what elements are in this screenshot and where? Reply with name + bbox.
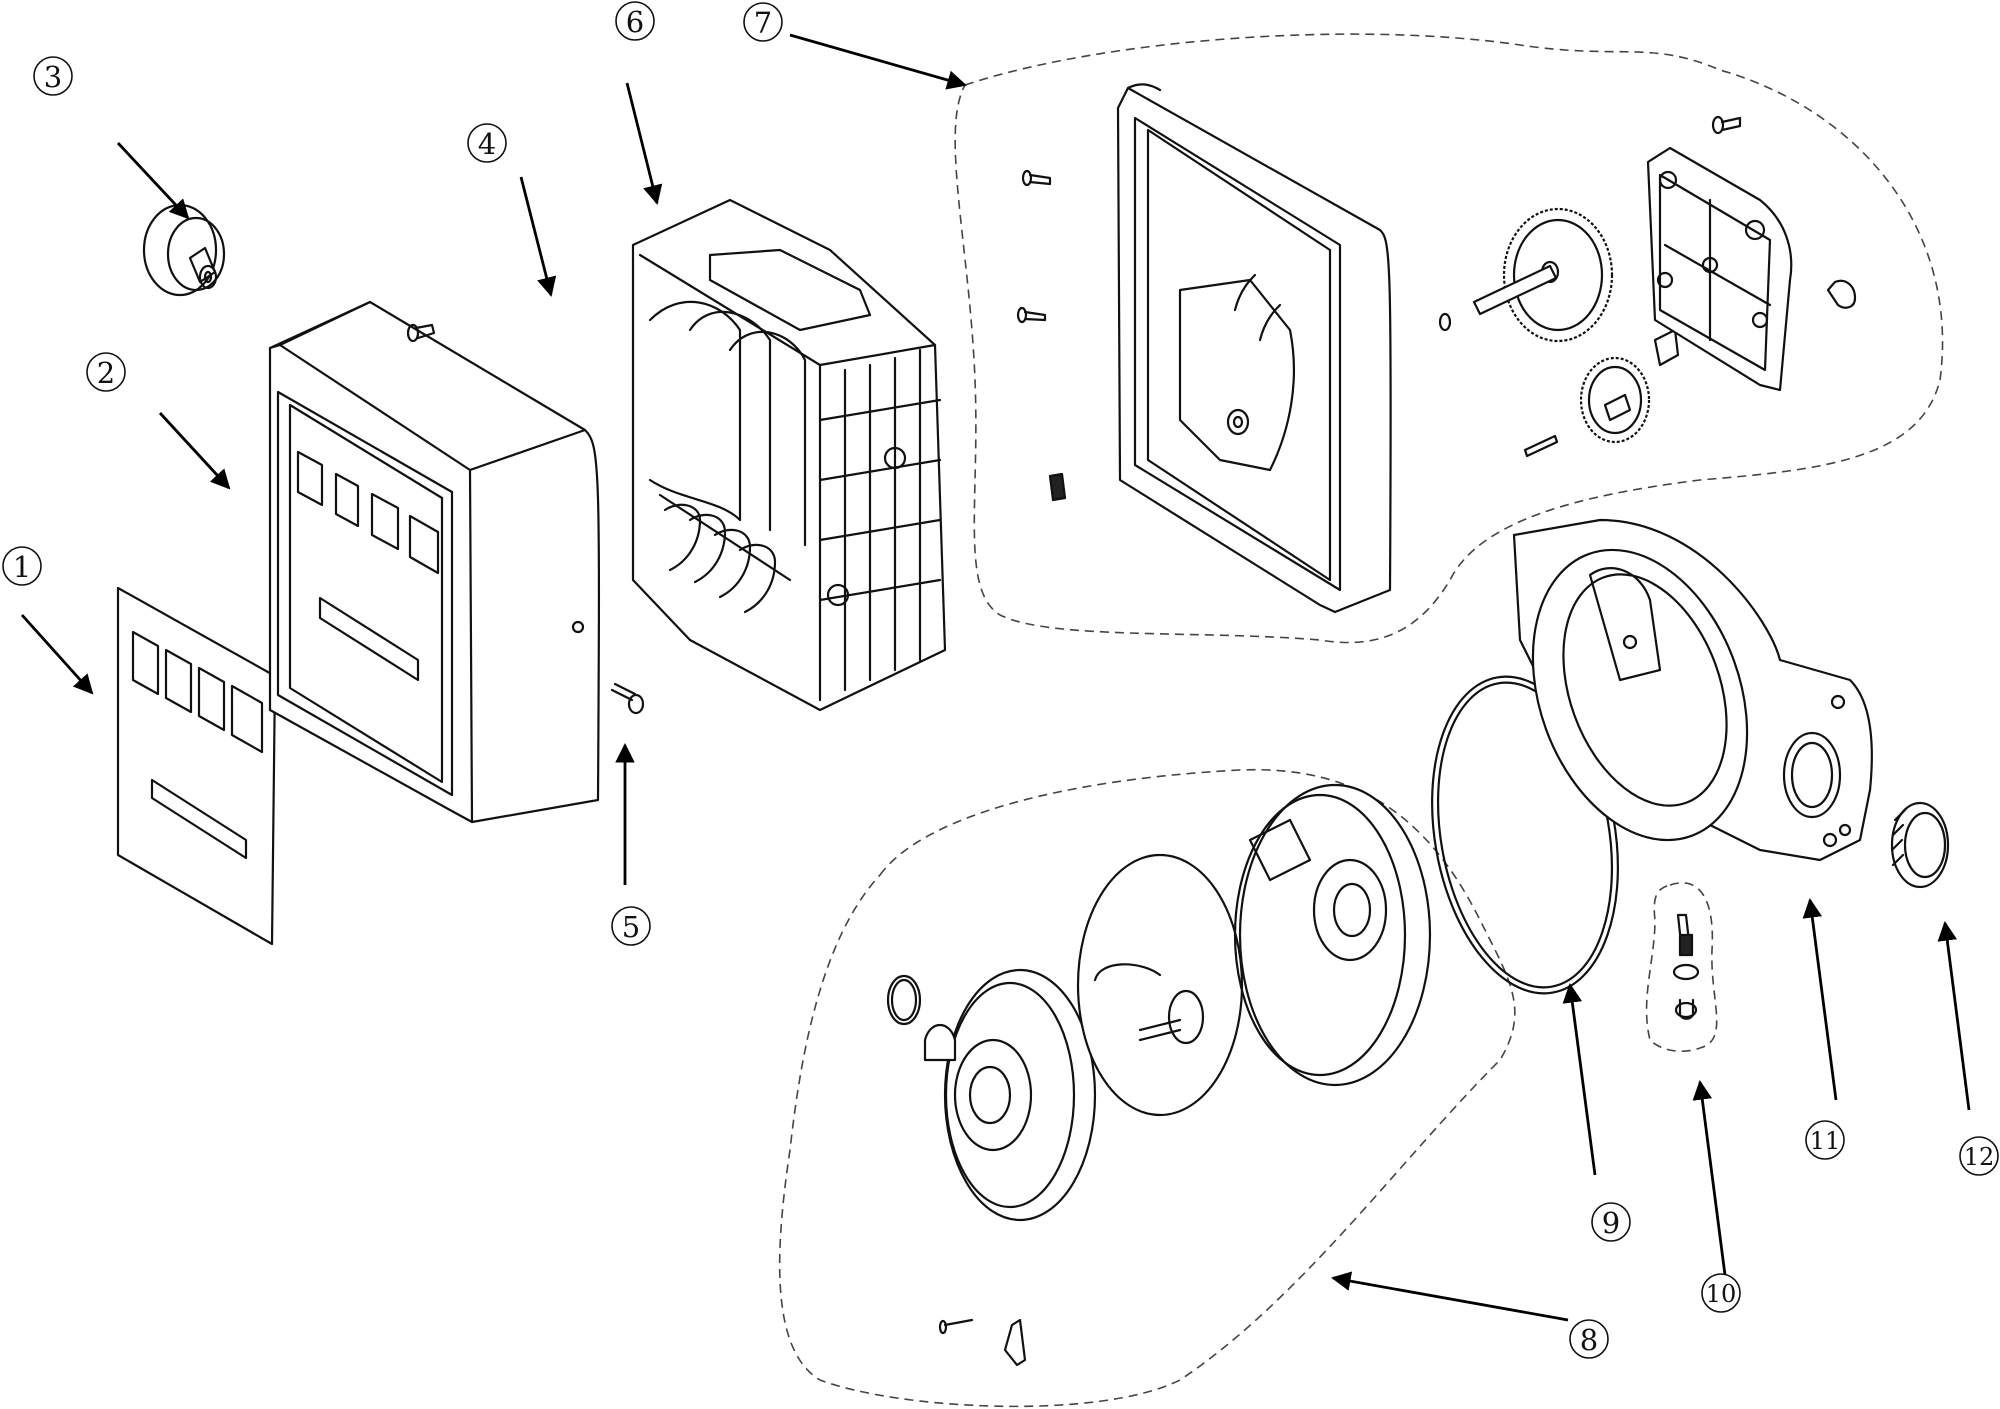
leader-arrow-3 bbox=[116, 142, 190, 220]
svg-text:3: 3 bbox=[44, 60, 62, 94]
callout-4: 4 bbox=[467, 123, 507, 163]
gear-small bbox=[1579, 356, 1651, 444]
callout-5: 5 bbox=[611, 906, 651, 946]
callout-9: 9 bbox=[1591, 1202, 1631, 1242]
group-outline-7 bbox=[954, 33, 1944, 644]
part-piston-disc-assembly bbox=[886, 783, 1432, 1367]
part-timer-mechanism bbox=[631, 198, 947, 712]
part-drain-fitting bbox=[1890, 801, 1950, 889]
svg-text:2: 2 bbox=[97, 356, 115, 390]
leader-arrow-12 bbox=[1937, 921, 1971, 1111]
leader-arrow-9 bbox=[1562, 983, 1597, 1176]
leader-arrow-7 bbox=[789, 33, 967, 90]
svg-text:7: 7 bbox=[754, 6, 772, 40]
svg-text:12: 12 bbox=[1964, 1143, 1995, 1171]
part-front-label-sheet bbox=[116, 586, 277, 946]
part-screw-4 bbox=[406, 323, 436, 343]
part-control-knob bbox=[142, 203, 226, 297]
gear-large bbox=[1472, 207, 1614, 343]
leader-arrow-2 bbox=[158, 412, 231, 490]
svg-text:6: 6 bbox=[626, 5, 644, 39]
callout-3: 3 bbox=[33, 56, 73, 96]
leader-arrow-11 bbox=[1802, 898, 1838, 1101]
callout-2: 2 bbox=[86, 352, 126, 392]
callout-1: 1 bbox=[2, 546, 42, 586]
part-screw-5 bbox=[610, 682, 645, 715]
svg-text:8: 8 bbox=[1580, 1323, 1598, 1357]
leader-arrow-8 bbox=[1331, 1271, 1569, 1322]
callout-7: 7 bbox=[743, 2, 783, 42]
svg-text:1: 1 bbox=[13, 550, 31, 584]
leader-arrow-6 bbox=[625, 82, 663, 205]
callout-6: 6 bbox=[615, 1, 655, 41]
callout-10: 10 bbox=[1701, 1273, 1741, 1313]
svg-text:9: 9 bbox=[1602, 1206, 1620, 1240]
svg-text:4: 4 bbox=[478, 127, 496, 161]
leader-arrow-10 bbox=[1692, 1080, 1727, 1276]
group-outline-10 bbox=[1645, 882, 1718, 1052]
leader-arrow-4 bbox=[519, 176, 557, 297]
svg-text:5: 5 bbox=[622, 910, 640, 944]
callout-12: 12 bbox=[1959, 1136, 1999, 1176]
part-valve-body bbox=[1512, 518, 1873, 862]
svg-text:10: 10 bbox=[1706, 1280, 1737, 1308]
svg-text:11: 11 bbox=[1810, 1127, 1841, 1155]
part-front-cover bbox=[268, 300, 601, 824]
leader-arrow-1 bbox=[20, 614, 94, 695]
part-injector-assembly bbox=[1672, 913, 1700, 1020]
callout-8: 8 bbox=[1569, 1319, 1609, 1359]
callout-11: 11 bbox=[1805, 1120, 1845, 1160]
group-outline-8 bbox=[778, 768, 1516, 1408]
part-drive-gear-assembly bbox=[1016, 83, 1857, 614]
